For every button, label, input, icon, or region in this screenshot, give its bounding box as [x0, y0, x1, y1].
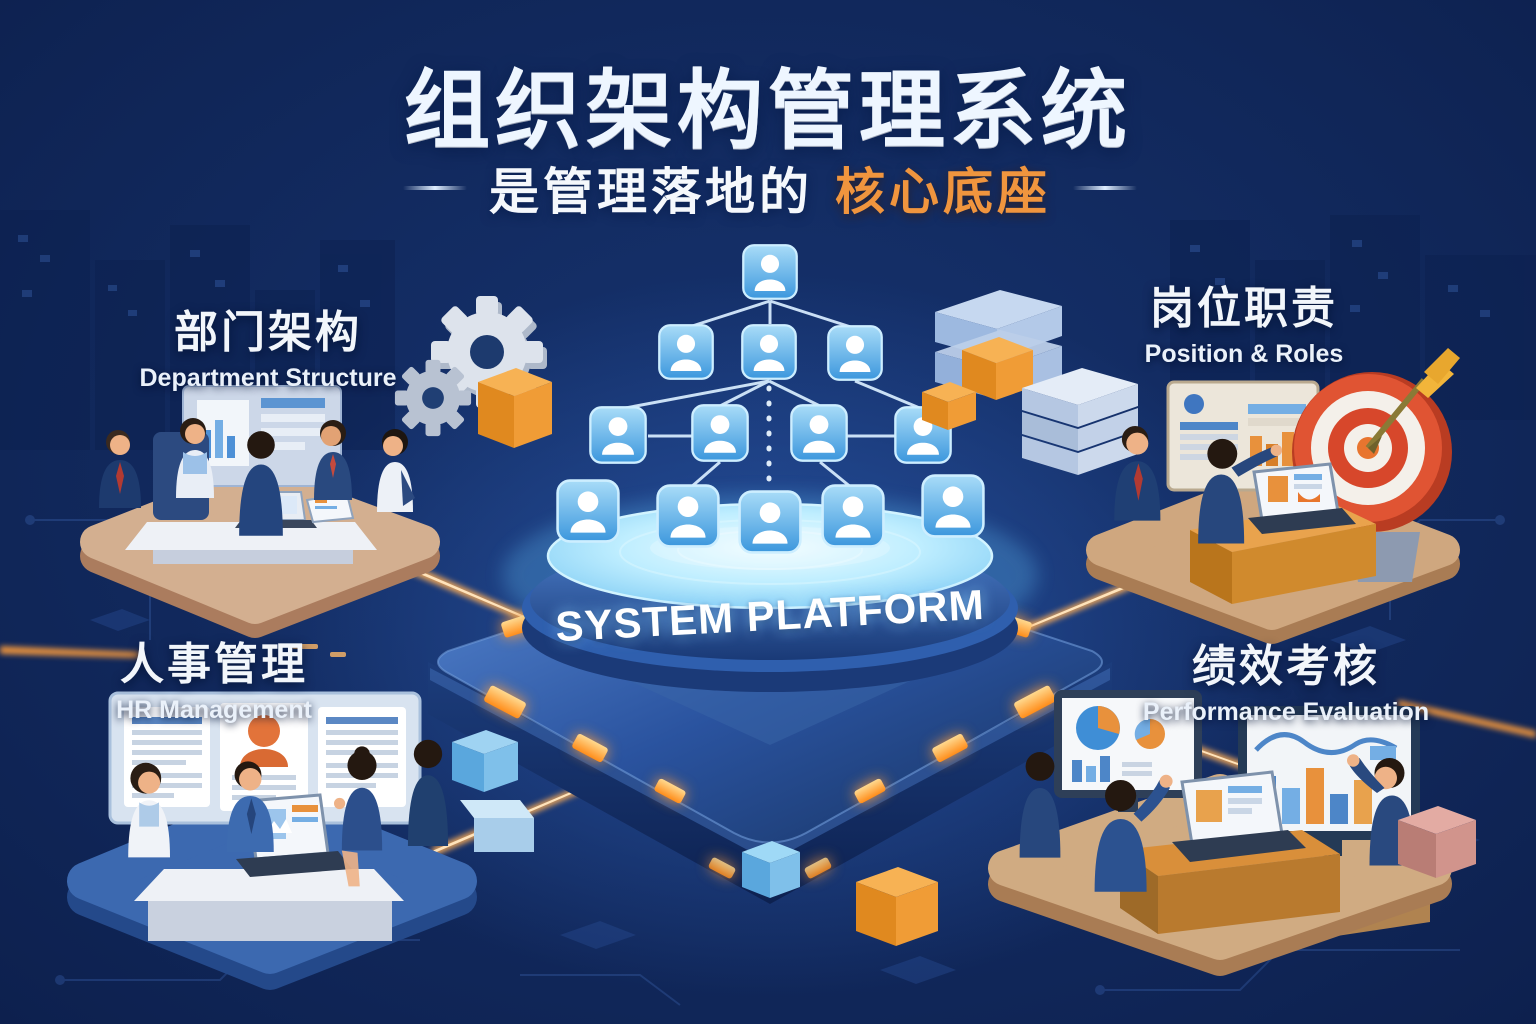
- stacked-tray-icon: [1022, 368, 1138, 475]
- monitor-icon: [1054, 690, 1202, 812]
- label-department-structure: 部门架构 Department Structure: [139, 308, 397, 392]
- table: [125, 522, 377, 550]
- label-performance-evaluation: 绩效考核 Performance Evaluation: [1142, 642, 1430, 726]
- desk: [134, 869, 404, 901]
- people: [1114, 426, 1283, 544]
- cube-icon: [478, 368, 552, 448]
- person-node-icons: [556, 244, 985, 554]
- scene-department-structure: [80, 385, 440, 638]
- scene-position-roles: [1086, 348, 1460, 644]
- laptop-icon: [1248, 462, 1356, 534]
- scene-hr-management: [67, 691, 477, 990]
- gear-icon: [394, 296, 552, 448]
- subtitle-dash-right: [1073, 186, 1137, 190]
- people: [1019, 752, 1415, 892]
- presentation-board-icon: [1166, 380, 1320, 492]
- subtitle-highlight: 核心底座: [835, 164, 1051, 220]
- label-hr-management: 人事管理 HR Management: [116, 640, 312, 724]
- arrow-icon: [1365, 348, 1460, 454]
- scene-performance-evaluation: [988, 690, 1476, 976]
- stacked-blocks-icon: [922, 290, 1138, 475]
- subtitle-text: 是管理落地的: [489, 164, 813, 220]
- subtitle-dash-left: [403, 186, 467, 190]
- people: [99, 418, 415, 536]
- laptop-icon: [1172, 770, 1306, 862]
- label-position-roles: 岗位职责 Position & Roles: [1144, 284, 1344, 368]
- cube-icon: [1398, 806, 1476, 878]
- people: [128, 739, 449, 887]
- page-title: 组织架构管理系统: [404, 63, 1132, 159]
- org-chart: [556, 244, 985, 554]
- page-subtitle: 是管理落地的 核心底座: [403, 152, 1137, 224]
- desk: [1120, 770, 1340, 934]
